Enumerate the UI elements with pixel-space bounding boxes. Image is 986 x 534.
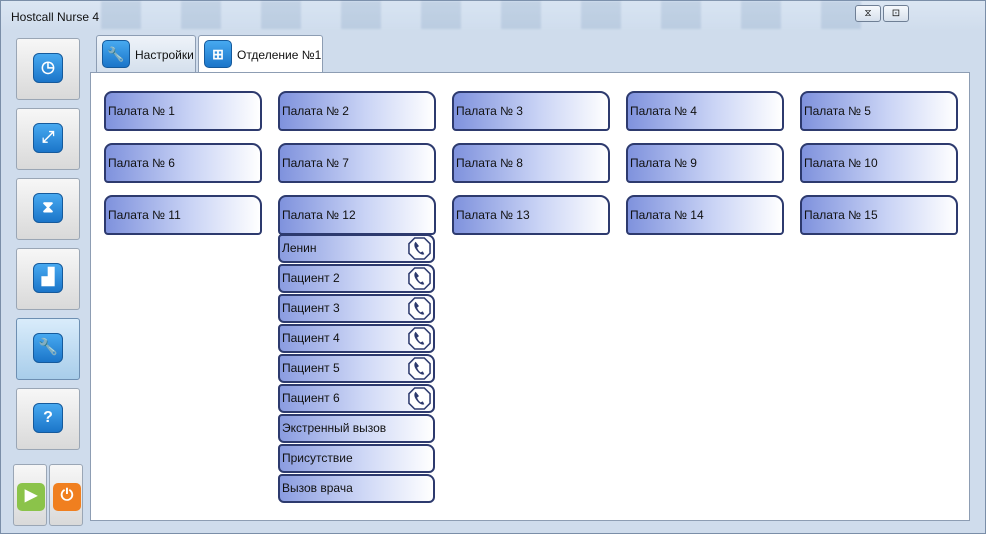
room-tile[interactable]: Палата № 13 [452,195,610,235]
patient-bed-item[interactable]: Ленин [278,234,435,263]
phone-call-icon[interactable] [408,387,431,410]
room-tile[interactable]: Палата № 4 [626,91,784,131]
call-type-item[interactable]: Присутствие [278,444,435,473]
play-button[interactable]: ▶ [13,464,47,526]
item-label: Пациент 4 [282,331,340,345]
patient-bed-item[interactable]: Пациент 4 [278,324,435,353]
room-tile[interactable]: Палата № 6 [104,143,262,183]
sidebar-settings-button[interactable]: 🔧 [16,318,80,380]
room-tile[interactable]: Палата № 5 [800,91,958,131]
windows-icon: ⊞ [204,40,232,68]
patient-bed-item[interactable]: Пациент 3 [278,294,435,323]
restore-window-button[interactable]: ⊡ [883,5,909,22]
tab-label: Настройки [135,48,194,62]
room-tile[interactable]: Палата № 9 [626,143,784,183]
item-label: Пациент 2 [282,271,340,285]
background-blur-strip [101,1,861,29]
window-title: Hostcall Nurse 4 [11,10,100,24]
phone-call-icon[interactable] [408,357,431,380]
item-label: Экстренный вызов [282,421,387,435]
sidebar-clock-button[interactable]: ◷ [16,38,80,100]
patient-bed-item[interactable]: Пациент 5 [278,354,435,383]
room-tile[interactable]: Палата № 12 [278,195,436,235]
power-button[interactable]: ⏻ [49,464,83,526]
left-sidebar: ◷ ⤢ ⧗ ▟ 🔧? ▶ ⏻ [1,31,85,534]
sidebar-help-button[interactable]: ? [16,388,80,450]
tab-label: Отделение №1 [237,48,322,62]
tab-settings[interactable]: 🔧 Настройки [96,35,196,72]
call-type-item[interactable]: Вызов врача [278,474,435,503]
phone-call-icon[interactable] [408,297,431,320]
room-tile[interactable]: Палата № 3 [452,91,610,131]
clock-icon: ◷ [33,53,63,83]
call-type-item[interactable]: Экстренный вызов [278,414,435,443]
item-label: Присутствие [282,451,353,465]
item-label: Вызов врача [282,481,353,495]
room-tile[interactable]: Палата № 2 [278,91,436,131]
patient-bed-item[interactable]: Пациент 6 [278,384,435,413]
phone-call-icon[interactable] [408,327,431,350]
department-panel: Палата № 1 Палата № 2 Палата № 3 Палата № 4… [90,72,970,521]
item-label: Пациент 3 [282,301,340,315]
chart-icon: ▟ [33,263,63,293]
patient-bed-item[interactable]: Пациент 2 [278,264,435,293]
settings-icon: 🔧 [33,333,63,363]
wrench-icon: 🔧 [102,40,130,68]
fullscreen-icon: ⤢ [33,123,63,153]
phone-call-icon[interactable] [408,237,431,260]
collapse-window-button[interactable]: ⧖ [855,5,881,22]
room-tile[interactable]: Палата № 10 [800,143,958,183]
hourglass-icon: ⧗ [33,193,63,223]
room-tile[interactable]: Палата № 1 [104,91,262,131]
play-icon: ▶ [17,483,45,511]
power-icon: ⏻ [53,483,81,511]
room-tile[interactable]: Палата № 14 [626,195,784,235]
room-tile[interactable]: Палата № 8 [452,143,610,183]
sidebar-fullscreen-button[interactable]: ⤢ [16,108,80,170]
item-label: Ленин [282,241,317,255]
room-tile[interactable]: Палата № 11 [104,195,262,235]
room-tile[interactable]: Палата № 7 [278,143,436,183]
title-bar: Hostcall Nurse 4 ⧖ ⊡ [1,1,985,31]
sidebar-chart-button[interactable]: ▟ [16,248,80,310]
sidebar-hourglass-button[interactable]: ⧗ [16,178,80,240]
phone-call-icon[interactable] [408,267,431,290]
tab-department-1[interactable]: ⊞ Отделение №1 [198,35,323,73]
room-tile[interactable]: Палата № 15 [800,195,958,235]
item-label: Пациент 5 [282,361,340,375]
item-label: Пациент 6 [282,391,340,405]
help-icon: ? [33,403,63,433]
